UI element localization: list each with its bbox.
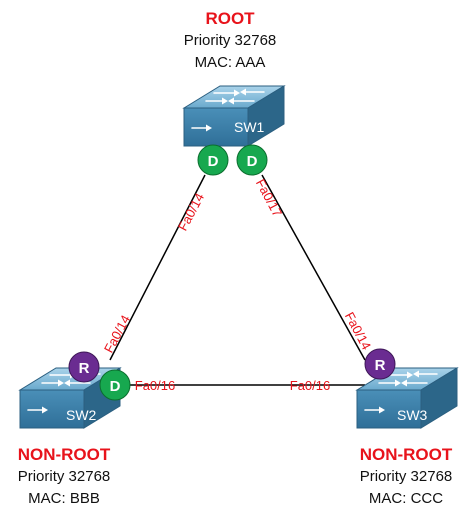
sw1-priority: Priority 32768 xyxy=(183,32,277,49)
sw1-left-interface-label: Fa0/14 xyxy=(175,190,207,233)
switch-sw1-label: SW1 xyxy=(234,119,265,135)
switch-sw2: SW2 xyxy=(19,367,121,429)
sw1-right-interface-label: Fa0/17 xyxy=(253,176,285,219)
sw3-up-interface-label: Fa0/14 xyxy=(342,309,374,352)
sw3-up-port-badge: R xyxy=(364,348,396,380)
sw2-mac: MAC: BBB xyxy=(28,490,100,507)
sw1-info: ROOT Priority 32768 MAC: AAA xyxy=(150,8,310,74)
link-sw1-sw3 xyxy=(261,174,366,361)
sw1-role: ROOT xyxy=(205,9,255,28)
sw2-right-port-badge: D xyxy=(99,369,131,401)
sw2-info: NON-ROOT Priority 32768 MAC: BBB xyxy=(0,444,128,510)
sw2-role: NON-ROOT xyxy=(17,445,111,464)
sw1-left-port-badge: D xyxy=(197,144,229,176)
switch-sw3: SW3 xyxy=(356,367,458,429)
sw3-info: NON-ROOT Priority 32768 MAC: CCC xyxy=(340,444,472,510)
sw3-left-interface-label: Fa0/16 xyxy=(290,378,330,393)
switch-sw2-label: SW2 xyxy=(66,407,97,423)
sw3-priority: Priority 32768 xyxy=(359,468,453,485)
sw1-mac: MAC: AAA xyxy=(194,54,266,71)
sw2-right-interface-label: Fa0/16 xyxy=(135,378,175,393)
sw3-mac: MAC: CCC xyxy=(368,490,444,507)
svg-text:R: R xyxy=(79,360,90,377)
sw1-right-port-badge: D xyxy=(236,144,268,176)
sw2-priority: Priority 32768 xyxy=(17,468,111,485)
svg-text:D: D xyxy=(208,153,219,170)
sw3-role: NON-ROOT xyxy=(359,445,453,464)
svg-text:D: D xyxy=(247,153,258,170)
sw2-up-port-badge: R xyxy=(68,351,100,383)
svg-text:R: R xyxy=(375,357,386,374)
sw2-up-interface-label: Fa0/14 xyxy=(101,312,133,355)
switch-sw1: SW1 xyxy=(183,85,285,147)
link-sw1-sw2 xyxy=(109,174,206,361)
svg-text:D: D xyxy=(110,378,121,395)
switch-sw3-label: SW3 xyxy=(397,407,428,423)
